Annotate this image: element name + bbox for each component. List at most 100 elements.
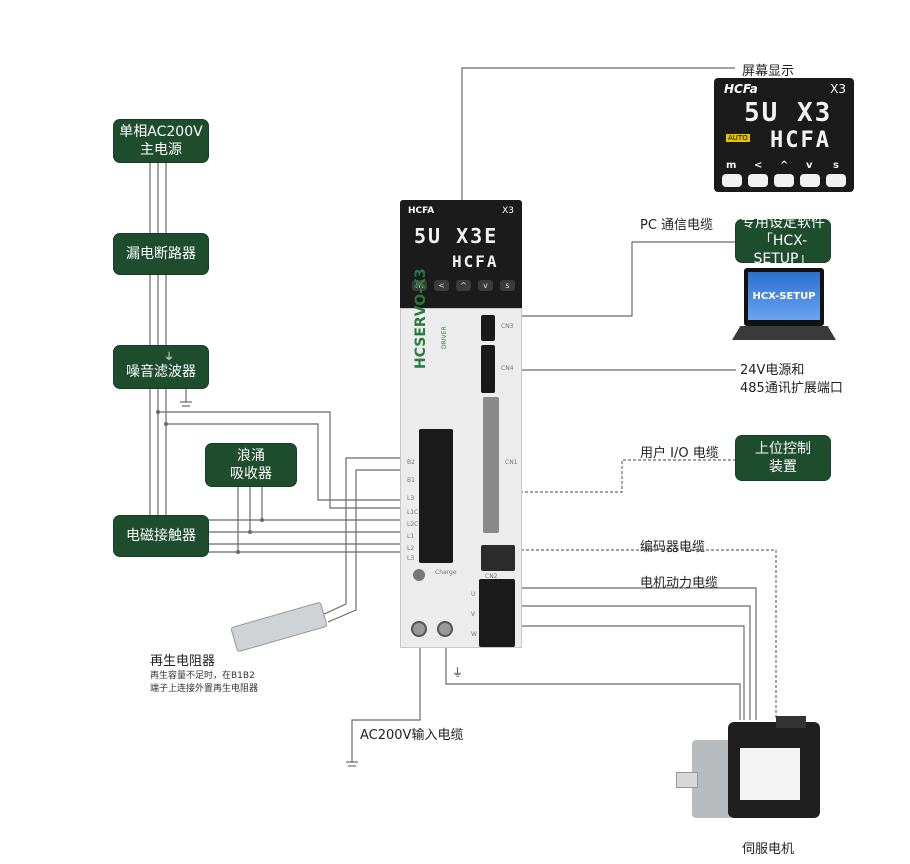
charge-lamp (413, 569, 425, 581)
port-cn4[interactable] (481, 345, 495, 393)
noise-filter-label: 噪音滤波器 (126, 364, 196, 380)
screen-key-m[interactable] (722, 174, 742, 187)
motor-power-cable-label: 电机动力电缆 (640, 576, 719, 591)
drive-driver-text: DRIVER (441, 326, 448, 349)
screen-display-panel: HCFa X3 5U X3 AUTO HCFA m < ^ v s (714, 78, 854, 192)
terminal-l1: L1 (407, 533, 415, 540)
port-label: 24V电源和 485通讯扩展端口 (740, 362, 843, 398)
charge-label: Charge (435, 569, 457, 576)
main-power-line2: 主电源 (140, 142, 182, 158)
ground-motor-icon: ⏚ (452, 666, 463, 679)
drive-vertical-text: HCSERVO-X3 (413, 268, 429, 369)
terminal-l3: L3 (407, 555, 415, 562)
screen-key-down-label: v (806, 160, 813, 171)
ground-motor-wire (445, 638, 741, 720)
screen-key-up-label: ^ (780, 160, 789, 171)
ground-screw-1 (411, 621, 427, 637)
port-cn1[interactable] (483, 397, 499, 533)
surge-line2: 吸收器 (230, 466, 272, 482)
drive-key-m[interactable]: m (412, 280, 427, 291)
regen-note: 再生容量不足时，在B1B2 端子上连接外置再生电阻器 (150, 670, 258, 696)
drive-body: HCSERVO-X3 DRIVER CN3 CN4 CN1 B2 B1 L3 L… (400, 268, 522, 648)
port-cn3-label: CN3 (501, 323, 514, 330)
motor-shaft (676, 772, 698, 788)
wire-b1 (327, 469, 420, 623)
host-line1: 上位控制 (755, 441, 811, 457)
software-line1: 专用设定软件 (741, 215, 825, 231)
software-box: 专用设定软件 「HCX-SETUP」 (736, 215, 830, 267)
io-cable-label: 用户 I/O 电缆 (640, 446, 719, 461)
host-controller-box: 上位控制 装置 (736, 436, 830, 480)
encoder-cable (516, 549, 777, 720)
screen-key-s[interactable] (826, 174, 846, 187)
laptop-base (732, 326, 836, 340)
drive-key-down[interactable]: v (478, 280, 493, 291)
terminal-l3-top: L3 (407, 495, 415, 502)
regen-note-line1: 再生容量不足时，在B1B2 (150, 671, 255, 681)
screen-line2: HCFA (770, 128, 831, 153)
pc-cable-label: PC 通信电缆 (640, 218, 714, 233)
drive-key-s[interactable]: s (500, 280, 515, 291)
screen-key-up[interactable] (774, 174, 794, 187)
drive-brand: HCFA (408, 206, 435, 216)
surge-absorber-box: 浪涌 吸收器 (206, 444, 296, 486)
port-cn2-label: CN2 (485, 573, 498, 580)
ac-input-wire (351, 638, 421, 762)
port-cn1-label: CN1 (505, 459, 518, 466)
screen-brand: HCFa (724, 82, 758, 96)
screen-display-label: 屏幕显示 (742, 64, 795, 79)
breaker-label: 漏电断路器 (126, 246, 196, 262)
contactor-label: 电磁接触器 (126, 528, 196, 544)
laptop-screen: HCX-SETUP (744, 268, 824, 326)
screen-key-left-label: < (754, 160, 763, 171)
motor-terminal-block (479, 579, 515, 647)
pc-cable (494, 241, 736, 317)
screen-key-m-label: m (726, 160, 737, 171)
ground-icon: ⏚ (164, 352, 174, 363)
host-line2: 装置 (769, 459, 797, 475)
drive-key-left[interactable]: < (434, 280, 449, 291)
drive-line1: 5U X3E (414, 224, 499, 248)
motor-wire-v (510, 605, 751, 720)
main-terminal-block (419, 429, 453, 563)
noise-filter-box: ⏚ 噪音滤波器 (114, 346, 208, 388)
main-power-box: 单相AC200V 主电源 (114, 120, 208, 162)
drive-display-panel: HCFA X3 5U X3E HCFA m < ^ v s (400, 200, 522, 308)
software-line2: 「HCX-SETUP」 (753, 233, 813, 267)
port-line2: 485通讯扩展端口 (740, 381, 843, 396)
drive-line2: HCFA (452, 252, 499, 271)
servo-motor-label: 伺服电机 (742, 842, 795, 857)
screen-key-left[interactable] (748, 174, 768, 187)
terminal-v: V (471, 611, 476, 618)
port-cn2[interactable] (481, 545, 515, 571)
breaker-box: 漏电断路器 (114, 234, 208, 274)
terminal-b2: B2 (407, 459, 415, 466)
terminal-l1c: L1C (407, 509, 419, 516)
motor-nameplate (740, 748, 800, 800)
wire-l2c (158, 411, 420, 509)
motor-wire-u (510, 587, 757, 720)
wire-l3-top (166, 423, 420, 501)
wire-b2 (319, 457, 420, 617)
terminal-b1: B1 (407, 477, 415, 484)
screen-line1: 5U X3 (744, 98, 833, 128)
screen-tag: AUTO (726, 134, 750, 142)
servo-drive: HCFA X3 5U X3E HCFA m < ^ v s HCSERVO-X3… (400, 200, 522, 648)
motor-flange (692, 740, 732, 818)
screen-key-s-label: s (833, 160, 839, 171)
port-cn3[interactable] (481, 315, 495, 341)
io-cable (520, 459, 736, 493)
ground-screw-2 (437, 621, 453, 637)
screen-model: X3 (830, 82, 846, 96)
terminal-w: W (471, 631, 477, 638)
motor-connector (776, 716, 806, 728)
terminal-l2c: L2C (407, 521, 419, 528)
drive-key-up[interactable]: ^ (456, 280, 471, 291)
port-line1: 24V电源和 (740, 363, 805, 378)
drive-model: X3 (502, 206, 514, 216)
screen-key-down[interactable] (800, 174, 820, 187)
motor-wire-w (510, 625, 745, 720)
regen-resistor-label: 再生电阻器 (150, 654, 216, 669)
contactor-box: 电磁接触器 (114, 516, 208, 556)
